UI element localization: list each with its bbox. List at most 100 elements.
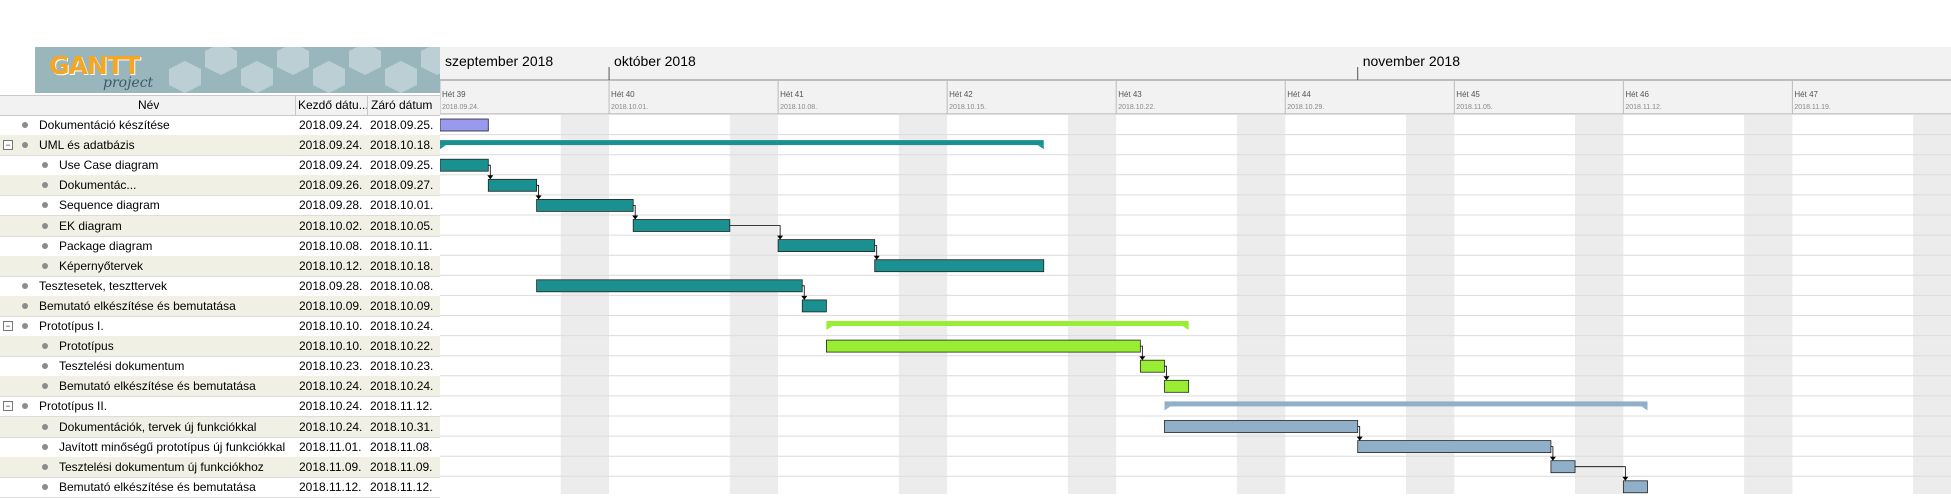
task-name[interactable]: Prototípus I. <box>39 319 104 333</box>
task-name[interactable]: Tesztelési dokumentum <box>59 359 185 374</box>
task-bar[interactable] <box>1164 420 1359 433</box>
task-row[interactable]: Dokumentác... 2018.09.26. 2018.09.27. <box>0 175 440 197</box>
task-name[interactable]: Bemutató elkészítése és bemutatása <box>39 298 236 313</box>
task-end-date[interactable]: 2018.10.01. <box>370 198 434 213</box>
task-bar[interactable] <box>801 299 827 313</box>
task-bar[interactable] <box>440 118 489 132</box>
task-name[interactable]: Dokumentác... <box>59 178 137 193</box>
task-start-date[interactable]: 2018.10.10. <box>299 339 363 354</box>
task-end-date[interactable]: 2018.10.23. <box>370 359 434 374</box>
task-start-date[interactable]: 2018.09.28. <box>299 278 363 293</box>
task-name[interactable]: Tesztelési dokumentum új funkciókhoz <box>59 459 264 474</box>
task-end-date[interactable]: 2018.11.09. <box>370 459 433 474</box>
task-bar[interactable] <box>1139 359 1165 373</box>
column-header-end[interactable]: Záró dátum <box>371 98 433 112</box>
task-bar[interactable] <box>536 198 634 212</box>
task-name[interactable]: Képernyőtervek <box>59 258 144 273</box>
task-row[interactable]: Javított minőségű prototípus új funkciók… <box>0 437 440 458</box>
collapse-toggle-icon[interactable]: − <box>3 140 13 151</box>
task-name[interactable]: UML és adatbázis <box>39 138 135 153</box>
task-end-date[interactable]: 2018.10.24. <box>370 379 434 394</box>
task-bar[interactable] <box>487 178 537 192</box>
task-bar[interactable] <box>440 158 489 172</box>
task-row[interactable]: Képernyőtervek 2018.10.12. 2018.10.18. <box>0 255 440 277</box>
column-header-name[interactable]: Név <box>138 98 160 112</box>
task-bar[interactable] <box>1164 379 1190 393</box>
task-name[interactable]: Prototípus <box>59 339 114 354</box>
task-end-date[interactable]: 2018.10.22. <box>370 339 434 354</box>
task-name[interactable]: Bemutató elkészítése és bemutatása <box>59 479 256 494</box>
task-name[interactable]: Dokumentáció készítése <box>39 118 170 132</box>
task-start-date[interactable]: 2018.11.12. <box>299 479 362 494</box>
task-row[interactable]: Dokumentációk, tervek új funkciókkal 2018… <box>0 416 440 438</box>
task-end-date[interactable]: 2018.11.12. <box>370 399 433 414</box>
task-name[interactable]: Package diagram <box>59 238 153 253</box>
task-start-date[interactable]: 2018.10.09. <box>299 298 363 313</box>
task-name[interactable]: Prototípus II. <box>39 399 108 414</box>
summary-bar[interactable] <box>1164 401 1648 407</box>
task-end-date[interactable]: 2018.10.05. <box>370 218 434 233</box>
task-name[interactable]: Sequence diagram <box>59 198 160 213</box>
task-start-date[interactable]: 2018.10.08. <box>299 238 363 253</box>
task-end-date[interactable]: 2018.10.08. <box>370 278 434 293</box>
task-bar[interactable] <box>1357 440 1552 454</box>
task-bar[interactable] <box>632 219 731 232</box>
task-row[interactable]: Tesztelési dokumentum 2018.10.23. 2018.10.… <box>0 356 440 378</box>
summary-bar[interactable] <box>826 321 1189 326</box>
task-start-date[interactable]: 2018.10.24. <box>299 379 363 394</box>
task-start-date[interactable]: 2018.09.28. <box>299 198 363 213</box>
task-end-date[interactable]: 2018.10.31. <box>370 419 434 434</box>
task-end-date[interactable]: 2018.10.18. <box>370 138 434 153</box>
task-start-date[interactable]: 2018.10.23. <box>299 359 363 374</box>
task-start-date[interactable]: 2018.09.24. <box>299 118 363 132</box>
task-name[interactable]: Bemutató elkészítése és bemutatása <box>59 379 256 394</box>
task-bar[interactable] <box>777 239 876 253</box>
task-start-date[interactable]: 2018.10.10. <box>299 319 363 333</box>
task-bar[interactable] <box>536 279 803 293</box>
task-name[interactable]: EK diagram <box>59 218 122 233</box>
task-end-date[interactable]: 2018.09.27. <box>370 178 434 193</box>
task-start-date[interactable]: 2018.09.24. <box>299 138 363 153</box>
task-row[interactable]: Prototípus 2018.10.10. 2018.10.22. <box>0 336 440 358</box>
task-start-date[interactable]: 2018.11.01. <box>299 439 362 454</box>
task-start-date[interactable]: 2018.11.09. <box>299 459 362 474</box>
task-row[interactable]: Bemutató elkészítése és bemutatása 2018.1… <box>0 295 440 317</box>
task-row[interactable]: Dokumentáció készítése 2018.09.24. 2018.09… <box>0 115 440 136</box>
task-end-date[interactable]: 2018.10.11. <box>370 238 433 253</box>
task-name[interactable]: Javított minőségű prototípus új funkciók… <box>59 439 286 454</box>
task-start-date[interactable]: 2018.09.24. <box>299 158 363 173</box>
task-row[interactable]: − Prototípus I. 2018.10.10. 2018.10.24. <box>0 316 440 337</box>
task-row[interactable]: Bemutató elkészítése és bemutatása 2018.1… <box>0 477 440 498</box>
column-header-start[interactable]: Kezdő dátu... <box>298 98 367 112</box>
task-row[interactable]: EK diagram 2018.10.02. 2018.10.05. <box>0 215 440 237</box>
task-bar[interactable] <box>1550 460 1576 474</box>
task-row[interactable]: − UML és adatbázis 2018.09.24. 2018.10.18. <box>0 135 440 157</box>
task-start-date[interactable]: 2018.10.02. <box>299 218 363 233</box>
task-row[interactable]: Bemutató elkészítése és bemutatása 2018.1… <box>0 376 440 398</box>
task-row[interactable]: Package diagram 2018.10.08. 2018.10.11. <box>0 236 440 257</box>
task-bar[interactable] <box>874 259 1045 273</box>
collapse-toggle-icon[interactable]: − <box>3 321 13 331</box>
task-end-date[interactable]: 2018.10.24. <box>370 319 434 333</box>
task-end-date[interactable]: 2018.11.12. <box>370 479 433 494</box>
task-row[interactable]: Use Case diagram 2018.09.24. 2018.09.25. <box>0 155 440 177</box>
task-end-date[interactable]: 2018.09.25. <box>370 158 434 173</box>
task-row[interactable]: Sequence diagram 2018.09.28. 2018.10.01. <box>0 195 440 217</box>
summary-bar[interactable] <box>440 140 1044 146</box>
task-end-date[interactable]: 2018.11.08. <box>370 439 433 454</box>
task-end-date[interactable]: 2018.10.18. <box>370 258 434 273</box>
task-start-date[interactable]: 2018.10.12. <box>299 258 363 273</box>
task-bar[interactable] <box>825 339 1141 353</box>
task-start-date[interactable]: 2018.10.24. <box>299 399 363 414</box>
task-row[interactable]: − Prototípus II. 2018.10.24. 2018.11.12. <box>0 396 440 418</box>
task-end-date[interactable]: 2018.09.25. <box>370 118 434 132</box>
task-start-date[interactable]: 2018.10.24. <box>299 419 363 434</box>
task-row[interactable]: Tesztelési dokumentum új funkciókhoz 2018… <box>0 456 440 478</box>
task-name[interactable]: Use Case diagram <box>59 158 159 173</box>
task-end-date[interactable]: 2018.10.09. <box>370 298 434 313</box>
collapse-toggle-icon[interactable]: − <box>3 401 13 412</box>
task-start-date[interactable]: 2018.09.26. <box>299 178 363 193</box>
task-bar[interactable] <box>1622 480 1648 494</box>
task-name[interactable]: Dokumentációk, tervek új funkciókkal <box>59 419 257 434</box>
